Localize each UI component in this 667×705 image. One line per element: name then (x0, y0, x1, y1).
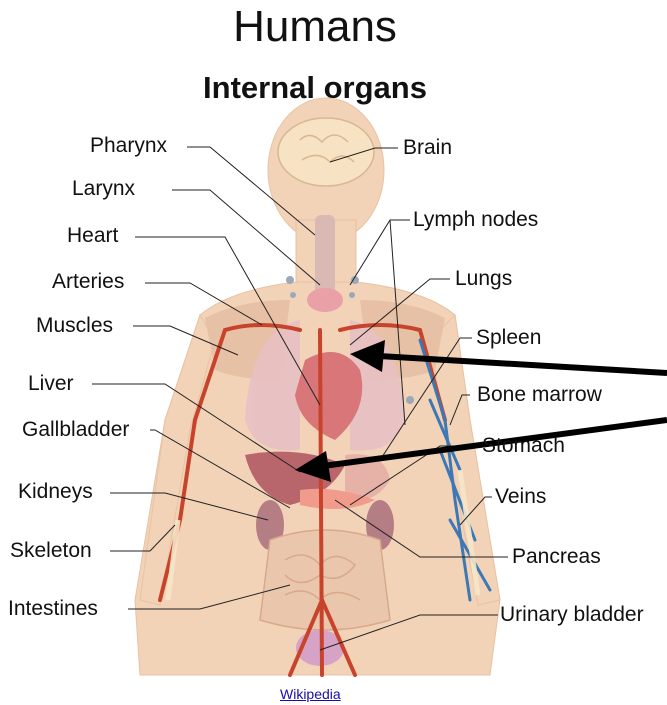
label-muscles: Muscles (36, 314, 113, 338)
label-kidneys: Kidneys (18, 480, 93, 504)
label-gallbladder: Gallbladder (22, 418, 129, 442)
label-larynx: Larynx (72, 177, 135, 201)
label-arteries: Arteries (52, 270, 124, 294)
label-liver: Liver (28, 372, 74, 396)
wikipedia-credit-link[interactable]: Wikipedia (280, 686, 341, 702)
label-stomach: Stomach (482, 434, 565, 458)
thyroid-organ (307, 288, 343, 312)
label-lymph-nodes: Lymph nodes (413, 208, 538, 232)
label-pancreas: Pancreas (512, 545, 601, 569)
label-heart: Heart (67, 224, 118, 248)
label-bone-marrow: Bone marrow (477, 383, 602, 407)
label-lungs: Lungs (455, 267, 512, 291)
label-intestines: Intestines (8, 597, 98, 621)
label-veins: Veins (495, 485, 546, 509)
label-spleen: Spleen (476, 326, 541, 350)
intestines-organ (260, 530, 390, 630)
label-pharynx: Pharynx (90, 134, 167, 158)
label-urinary-bladder: Urinary bladder (500, 603, 644, 627)
label-skeleton: Skeleton (10, 539, 92, 563)
brain-organ (278, 118, 374, 186)
label-brain: Brain (403, 136, 452, 160)
